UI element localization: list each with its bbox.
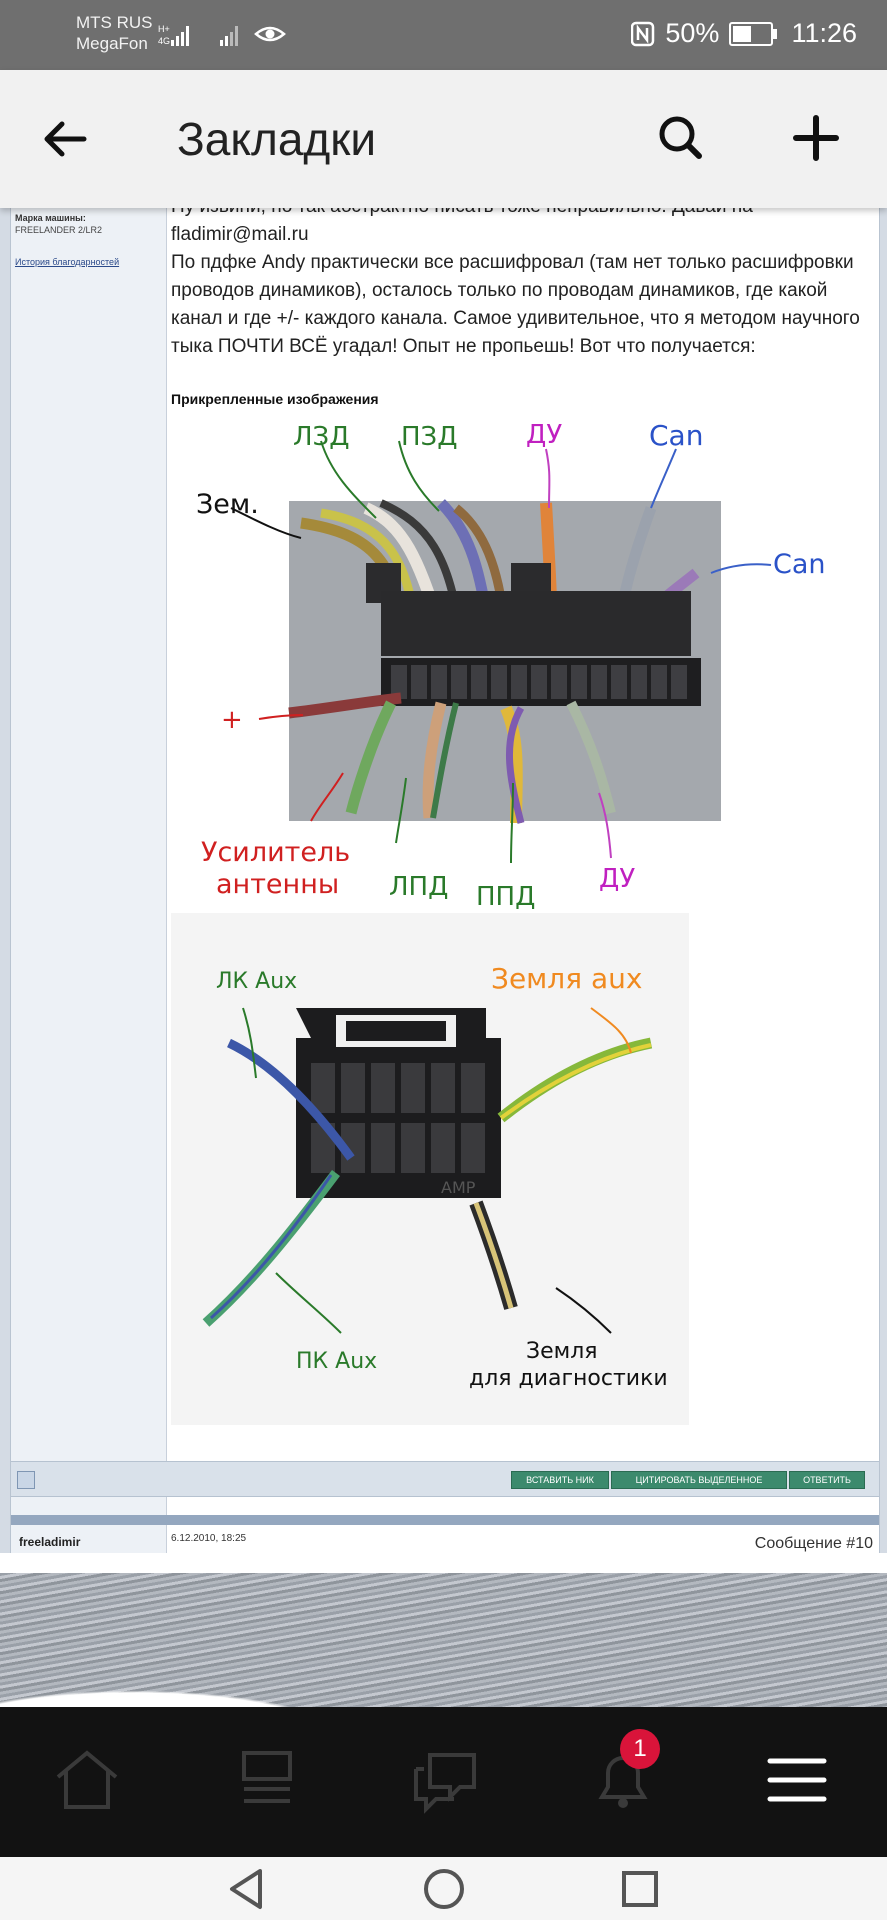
user-column: Марка машины: FREELANDER 2/LR2 История б… [11, 208, 167, 1553]
eye-icon [254, 26, 286, 42]
partial-line: Ну извини, но так абстрактно писать тоже… [171, 208, 753, 221]
connector-photo-2: AMP ЛК Aux Земля aux ПК Aux Земля для ди… [171, 913, 689, 1425]
next-post-date: 6.12.2010, 18:25 [171, 1533, 247, 1544]
history-link[interactable]: История благодарностей [15, 257, 120, 267]
battery-percent: 50% [665, 18, 720, 48]
carrier-megafon: MegaFon [76, 34, 148, 53]
amp-mark: AMP [441, 1178, 476, 1197]
next-post-author[interactable]: freeladimir [19, 1535, 81, 1549]
background-image [0, 1573, 887, 1707]
battery-icon [729, 21, 778, 46]
email-text: fladimir@mail.ru [171, 224, 309, 245]
label-pzd: ПЗД [401, 422, 458, 452]
next-post-header: freeladimir 6.12.2010, 18:25 Сообщение #… [11, 1529, 879, 1553]
signal-icon: H+ 4G [158, 24, 189, 46]
search-icon[interactable] [655, 112, 707, 164]
label-ground-aux: Земля aux [491, 962, 642, 995]
plus-icon[interactable] [790, 112, 842, 164]
notification-badge: 1 [620, 1729, 660, 1769]
attached-image-1[interactable]: ЛЗД ПЗД ДУ Can Зем. Can + Усилитель анте… [171, 413, 839, 912]
app-bar: Закладки [0, 70, 887, 208]
user-meta-label: Марка машины: [15, 213, 86, 223]
system-recents-icon[interactable] [616, 1865, 664, 1913]
carrier-mts: MTS RUS [76, 13, 153, 32]
label-pk-aux: ПК Aux [296, 1349, 377, 1374]
battery-level [733, 25, 752, 42]
next-post-number: Сообщение #10 [754, 1535, 873, 1552]
post-text: По пдфке Andy практически все расшифрова… [171, 252, 860, 357]
label-can-top: Can [649, 419, 703, 452]
carrier-info: MTS RUS MegaFon [76, 12, 153, 54]
bottom-navigation: 1 [0, 1707, 887, 1857]
nfc-icon [631, 21, 655, 46]
reply-button[interactable]: ОТВЕТИТЬ [789, 1471, 865, 1489]
quote-selected-button[interactable]: ЦИТИРОВАТЬ ВЫДЕЛЕННОЕ [611, 1471, 787, 1489]
forum-post: Марка машины: FREELANDER 2/LR2 История б… [10, 208, 880, 1553]
label-diag-1: Земля [526, 1339, 598, 1364]
user-car: FREELANDER 2/LR2 [15, 225, 103, 235]
status-right: 50% 11:26 [631, 18, 857, 49]
clock: 11:26 [791, 18, 857, 48]
attached-image-2[interactable]: AMP ЛК Aux Земля aux ПК Aux Земля для ди… [171, 913, 689, 1425]
post-actions: ВСТАВИТЬ НИК ЦИТИРОВАТЬ ВЫДЕЛЕННОЕ ОТВЕТ… [11, 1461, 879, 1497]
insert-nick-button[interactable]: ВСТАВИТЬ НИК [511, 1471, 609, 1489]
menu-icon[interactable] [762, 1745, 832, 1815]
label-can-right: Can [773, 549, 826, 580]
label-lzd: ЛЗД [293, 422, 350, 452]
label-zem: Зем. [196, 489, 259, 520]
label-amp-1: Усилитель [201, 837, 350, 868]
web-content[interactable]: Марка машины: FREELANDER 2/LR2 История б… [0, 208, 887, 1553]
label-du-top: ДУ [526, 420, 562, 450]
label-lk-aux: ЛК Aux [216, 969, 297, 994]
label-lpd: ЛПД [389, 872, 448, 902]
label-plus: + [221, 705, 243, 735]
svg-text:4G: 4G [158, 36, 170, 46]
lamp-icon[interactable] [17, 1471, 35, 1489]
label-ppd: ППД [476, 882, 535, 911]
page-title: Закладки [177, 113, 377, 165]
system-navigation [0, 1857, 887, 1920]
chat-icon[interactable] [410, 1745, 480, 1815]
attachments-label: Прикрепленные изображения [171, 391, 379, 407]
label-diag-2: для диагностики [469, 1366, 668, 1391]
connector-photo-1: ЛЗД ПЗД ДУ Can Зем. Can + Усилитель анте… [196, 419, 826, 912]
feed-icon[interactable] [232, 1745, 302, 1815]
label-amp-2: антенны [216, 869, 339, 900]
label-du-bottom: ДУ [599, 864, 635, 894]
system-back-icon[interactable] [222, 1865, 270, 1913]
system-home-icon[interactable] [420, 1865, 468, 1913]
arrow-left-icon[interactable] [40, 114, 90, 164]
signal-2-icon [220, 26, 238, 46]
svg-text:H+: H+ [158, 24, 170, 34]
status-bar: MTS RUS MegaFon H+ 4G 50% 11:26 [0, 0, 887, 70]
home-icon[interactable] [52, 1745, 122, 1815]
post-separator [11, 1515, 879, 1525]
